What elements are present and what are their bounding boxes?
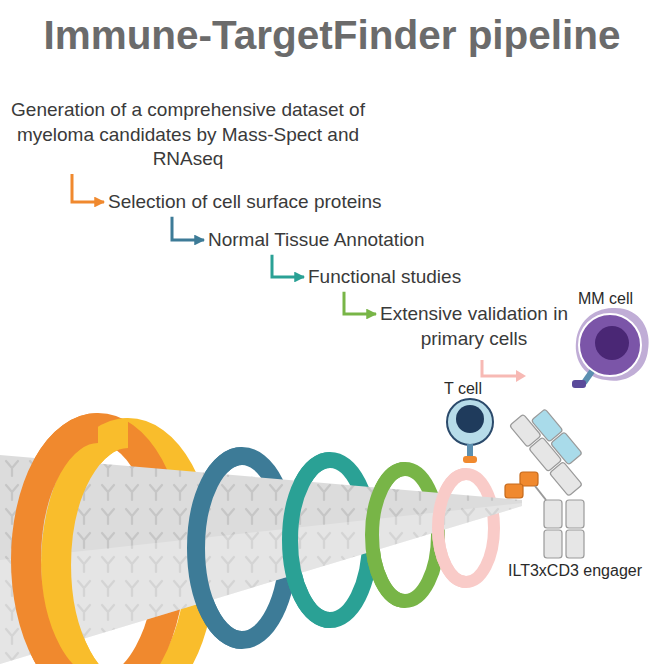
illustration-label: MM cell <box>578 290 633 308</box>
ring-fronts <box>26 428 466 664</box>
step-text: Normal Tissue Annotation <box>208 228 425 253</box>
step-arrow <box>72 174 104 202</box>
step-arrow <box>344 292 376 314</box>
step-arrow <box>172 217 204 240</box>
step-label: Functional studies <box>308 265 461 290</box>
step-label: Selection of cell surface proteins <box>108 190 382 215</box>
arrowhead <box>516 370 526 382</box>
step-label: Extensive validation in primary cells <box>380 302 568 351</box>
step-text: Functional studies <box>308 265 461 290</box>
illustration-label: T cell <box>444 380 482 398</box>
step-arrow <box>272 255 304 277</box>
step-label: Normal Tissue Annotation <box>208 228 425 253</box>
title: Immune-TargetFinder pipeline <box>0 12 664 59</box>
illustration-label: ILT3xCD3 engager <box>508 562 642 580</box>
step-text: Selection of cell surface proteins <box>108 190 382 215</box>
t-cell <box>447 399 493 463</box>
step-arrow <box>482 360 516 376</box>
bispecific-engager <box>505 401 598 558</box>
step-text: Generation of a comprehensive dataset of… <box>8 98 368 172</box>
step-label: Generation of a comprehensive dataset of… <box>8 98 368 172</box>
step-text: Extensive validation in primary cells <box>380 302 568 351</box>
mm-cell <box>572 308 649 388</box>
